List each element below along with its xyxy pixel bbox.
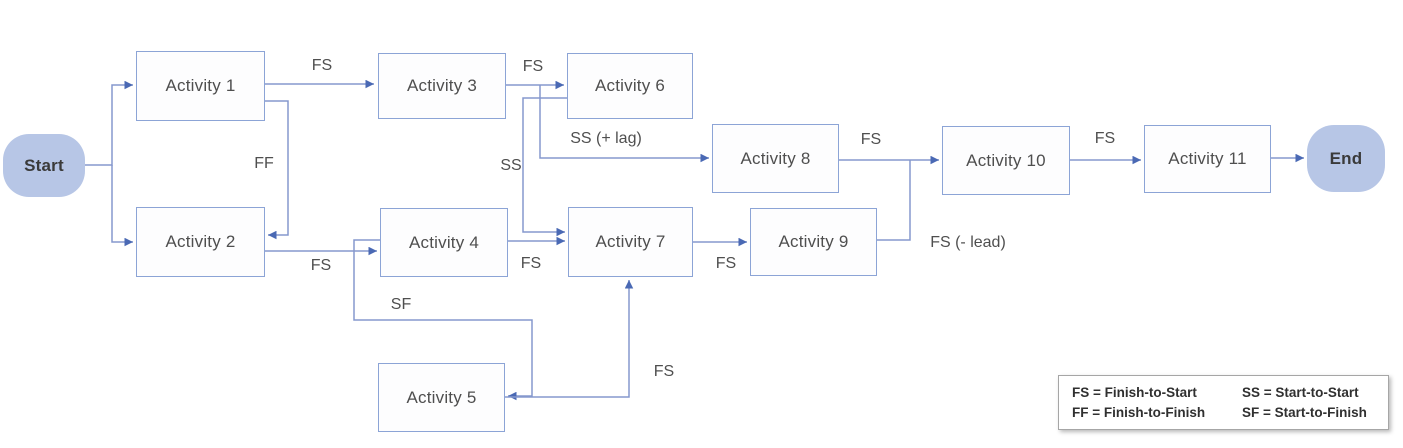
edge-label-ff-a1-a2: FF <box>254 155 274 172</box>
legend-row-2: FF = Finish-to-Finish SF = Start-to-Fini… <box>1072 403 1388 423</box>
edge-label-fs-a5-a7: FS <box>653 363 675 380</box>
edge-label-fs-a2-a4: FS <box>310 257 332 274</box>
edge-a6-a8 <box>539 85 709 163</box>
edge-label-sf-a4-a5: SF <box>390 296 412 313</box>
activity-box-11: Activity 11 <box>1144 125 1271 193</box>
activity-box-3: Activity 3 <box>378 53 506 119</box>
activity-box-1: Activity 1 <box>136 51 265 121</box>
legend-item-sf: SF = Start-to-Finish <box>1242 405 1367 420</box>
edge-label-fs-a8-a10: FS <box>860 131 882 148</box>
edge-start-a1 <box>85 80 133 166</box>
end-node: End <box>1307 125 1385 192</box>
activity-box-9: Activity 9 <box>750 208 877 276</box>
activity-box-5: Activity 5 <box>378 363 505 432</box>
start-node: Start <box>3 134 85 197</box>
edge-label-fs-lead-a9-a10: FS (- lead) <box>930 234 1006 251</box>
edge-label-ss-a6-a7: SS <box>500 157 522 174</box>
edge-label-fs-a3-a6: FS <box>522 58 544 75</box>
activity-box-2: Activity 2 <box>136 207 265 277</box>
edge-a6-a7 <box>522 97 567 237</box>
edge-label-fs-a4-a7: FS <box>520 255 542 272</box>
legend-row-1: FS = Finish-to-Start SS = Start-to-Start <box>1072 383 1388 403</box>
edge-label-fs-a1-a3: FS <box>311 57 333 74</box>
legend-item-ff: FF = Finish-to-Finish <box>1072 405 1206 420</box>
activity-box-4: Activity 4 <box>380 208 508 277</box>
legend: FS = Finish-to-Start SS = Start-to-Start… <box>1058 375 1389 430</box>
activity-box-8: Activity 8 <box>712 124 839 193</box>
legend-item-ss: SS = Start-to-Start <box>1242 385 1359 400</box>
activity-box-6: Activity 6 <box>567 53 693 119</box>
edge-label-fs-a7-a9: FS <box>715 255 737 272</box>
edge-a9-a10 <box>877 160 911 241</box>
activity-box-10: Activity 10 <box>942 126 1070 195</box>
edge-label-ss-lag-a6-a8: SS (+ lag) <box>570 130 642 147</box>
edge-start-a2 <box>111 165 133 247</box>
edge-label-fs-a10-a11: FS <box>1094 130 1116 147</box>
edge-a4-a5 <box>353 239 533 401</box>
activity-box-7: Activity 7 <box>568 207 693 277</box>
legend-item-fs: FS = Finish-to-Start <box>1072 385 1197 400</box>
edge-a5-a7 <box>505 280 634 398</box>
edge-a1-a2 <box>265 100 289 240</box>
